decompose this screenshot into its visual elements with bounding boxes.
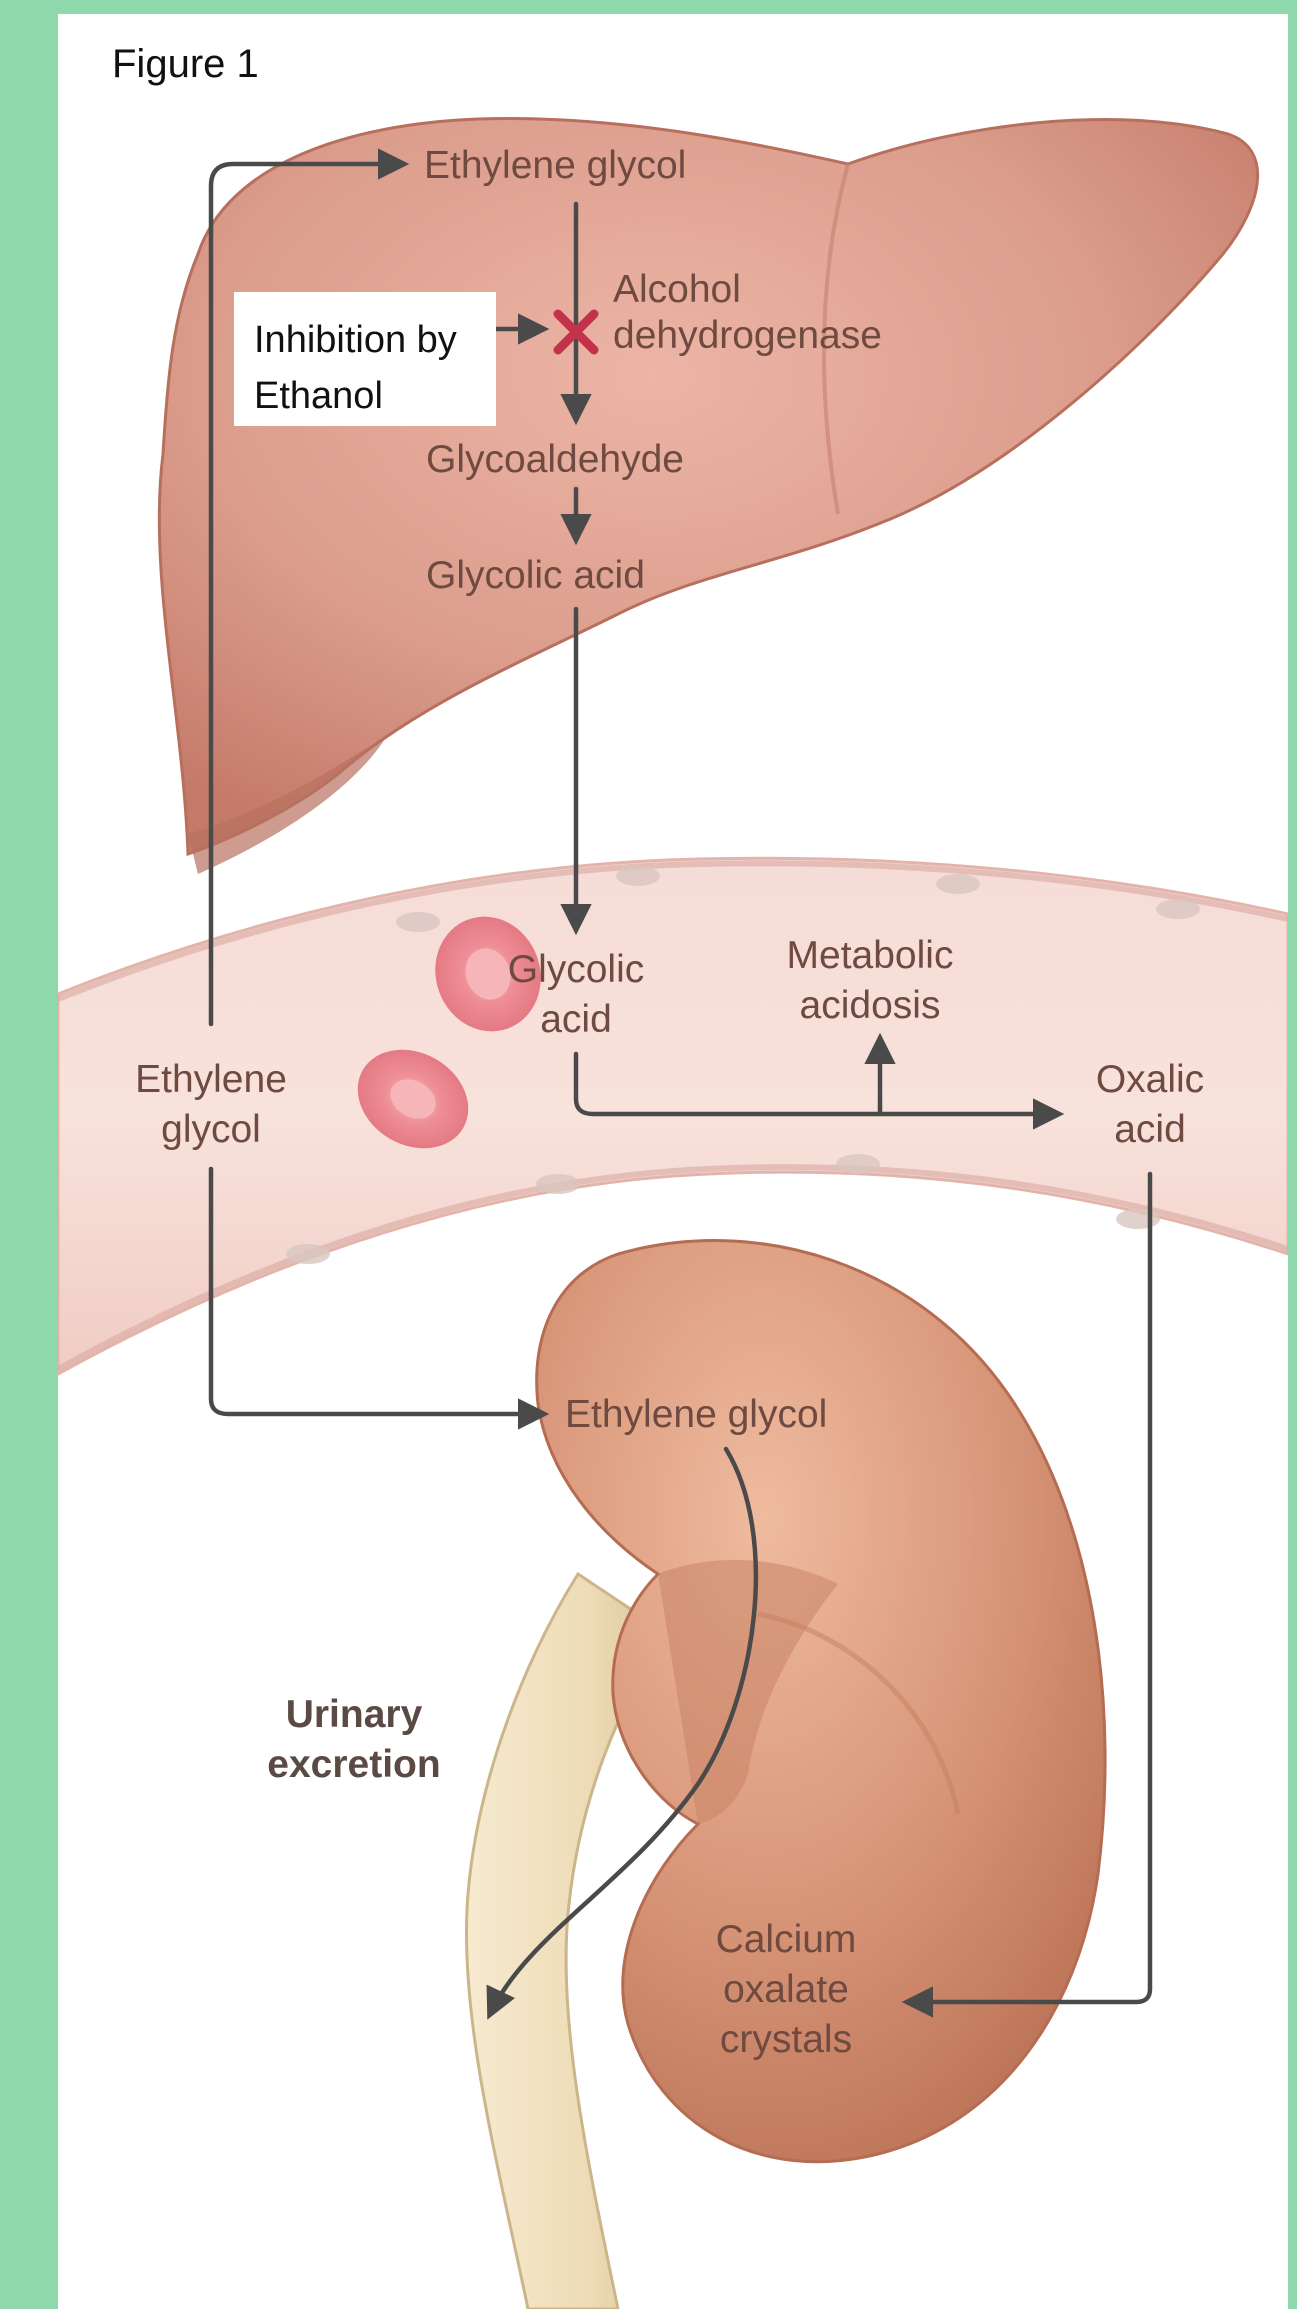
enzyme-label-line-2: dehydrogenase xyxy=(613,310,882,362)
figure-title: Figure 1 xyxy=(112,42,259,87)
urinary-excretion-line-1: Urinary xyxy=(286,1689,423,1741)
oxalic-acid-line-2: acid xyxy=(1114,1104,1186,1156)
crystals-line-1: Calcium xyxy=(716,1914,857,1966)
blood-ethylene-glycol-line-1: Ethylene xyxy=(135,1054,287,1106)
oxalic-acid-line-1: Oxalic xyxy=(1096,1054,1204,1106)
figure-panel: Figure 1 Inhibition by Ethanol Ethylene … xyxy=(58,14,1288,2309)
blood-ethylene-glycol-line-2: glycol xyxy=(161,1104,261,1156)
metabolic-acidosis-line-1: Metabolic xyxy=(787,930,954,982)
urinary-excretion-line-2: excretion xyxy=(267,1739,440,1791)
crystals-line-2: oxalate xyxy=(723,1964,849,2016)
metabolic-acidosis-line-2: acidosis xyxy=(800,980,941,1032)
inhibition-line-1: Inhibition by xyxy=(254,312,496,368)
blood-glycolic-line-1: Glycolic xyxy=(508,944,645,996)
liver-shape xyxy=(159,118,1257,854)
inhibition-line-2: Ethanol xyxy=(254,368,496,424)
glycoaldehyde-label: Glycoaldehyde xyxy=(426,434,684,486)
inhibition-label-box: Inhibition by Ethanol xyxy=(234,292,496,426)
blood-glycolic-line-2: acid xyxy=(540,994,612,1046)
enzyme-label-line-1: Alcohol xyxy=(613,264,741,316)
liver-glycolic-acid-label: Glycolic acid xyxy=(426,550,645,602)
liver-ethylene-glycol-label: Ethylene glycol xyxy=(424,140,686,192)
crystals-line-3: crystals xyxy=(720,2014,852,2066)
kidney-ethylene-glycol-label: Ethylene glycol xyxy=(565,1389,827,1441)
